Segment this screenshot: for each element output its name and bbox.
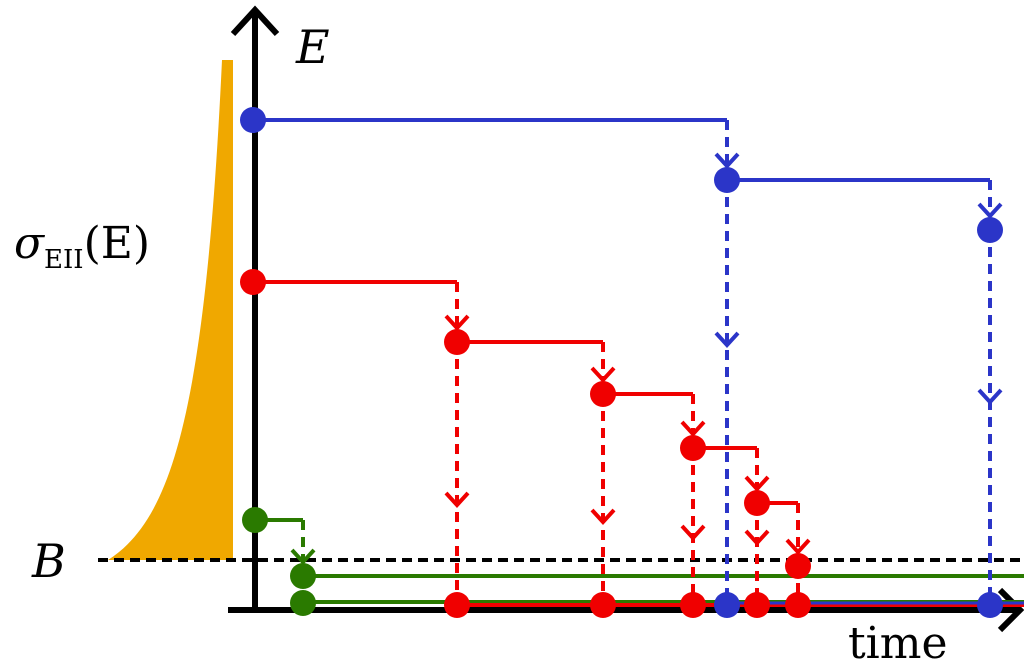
green-dot-initial <box>242 507 268 533</box>
red-dot-bottom-3 <box>680 592 706 618</box>
y-axis-label: E <box>296 20 330 74</box>
cross-section-shape <box>108 60 233 560</box>
red-dot-initial <box>240 269 266 295</box>
red-fall-1-fall-arrow-0 <box>444 491 470 508</box>
blue-dot-2 <box>977 217 1003 243</box>
blue-tertiary-fall-arrow-0 <box>977 388 1003 405</box>
red-fall-2-fall-arrow-0 <box>590 508 616 525</box>
red-step-5-arrow <box>785 538 811 555</box>
blue-dot-initial <box>240 107 266 133</box>
red-dot-1 <box>444 329 470 355</box>
blue-secondary-fall-arrow-0 <box>714 331 740 348</box>
blue-dot-bottom-2 <box>977 592 1003 618</box>
red-step-4-arrow <box>744 475 770 492</box>
blue-step-2-arrow <box>977 202 1003 219</box>
threshold-label: B <box>32 534 66 588</box>
green-step-1-arrow <box>290 548 316 565</box>
green-dot-bottom <box>290 590 316 616</box>
x-axis-arrowhead <box>997 587 1024 633</box>
y-axis-arrowhead <box>230 5 280 37</box>
green-dot-1 <box>290 563 316 589</box>
red-fall-3-fall-arrow-0 <box>680 524 706 541</box>
blue-step-1-arrow <box>714 152 740 169</box>
red-dot-bottom-2 <box>590 592 616 618</box>
red-dot-bottom-5 <box>785 592 811 618</box>
red-step-2-arrow <box>590 366 616 383</box>
cross-section-label: σEII(E) <box>14 218 151 275</box>
red-dot-3 <box>680 435 706 461</box>
red-dot-5 <box>785 553 811 579</box>
red-step-3-arrow <box>680 420 706 437</box>
red-dot-2 <box>590 381 616 407</box>
red-fall-4-fall-arrow-0 <box>744 529 770 546</box>
red-step-1-arrow <box>444 314 470 331</box>
cross-section-symbol: σ <box>14 218 45 269</box>
blue-dot-bottom-1 <box>714 592 740 618</box>
red-dot-bottom-4 <box>744 592 770 618</box>
cross-section-arg: (E) <box>83 218 151 269</box>
x-axis-label: time <box>848 618 948 669</box>
red-dot-bottom-1 <box>444 592 470 618</box>
red-dot-4 <box>744 490 770 516</box>
cross-section-subscript: EII <box>44 245 84 275</box>
blue-dot-1 <box>714 167 740 193</box>
